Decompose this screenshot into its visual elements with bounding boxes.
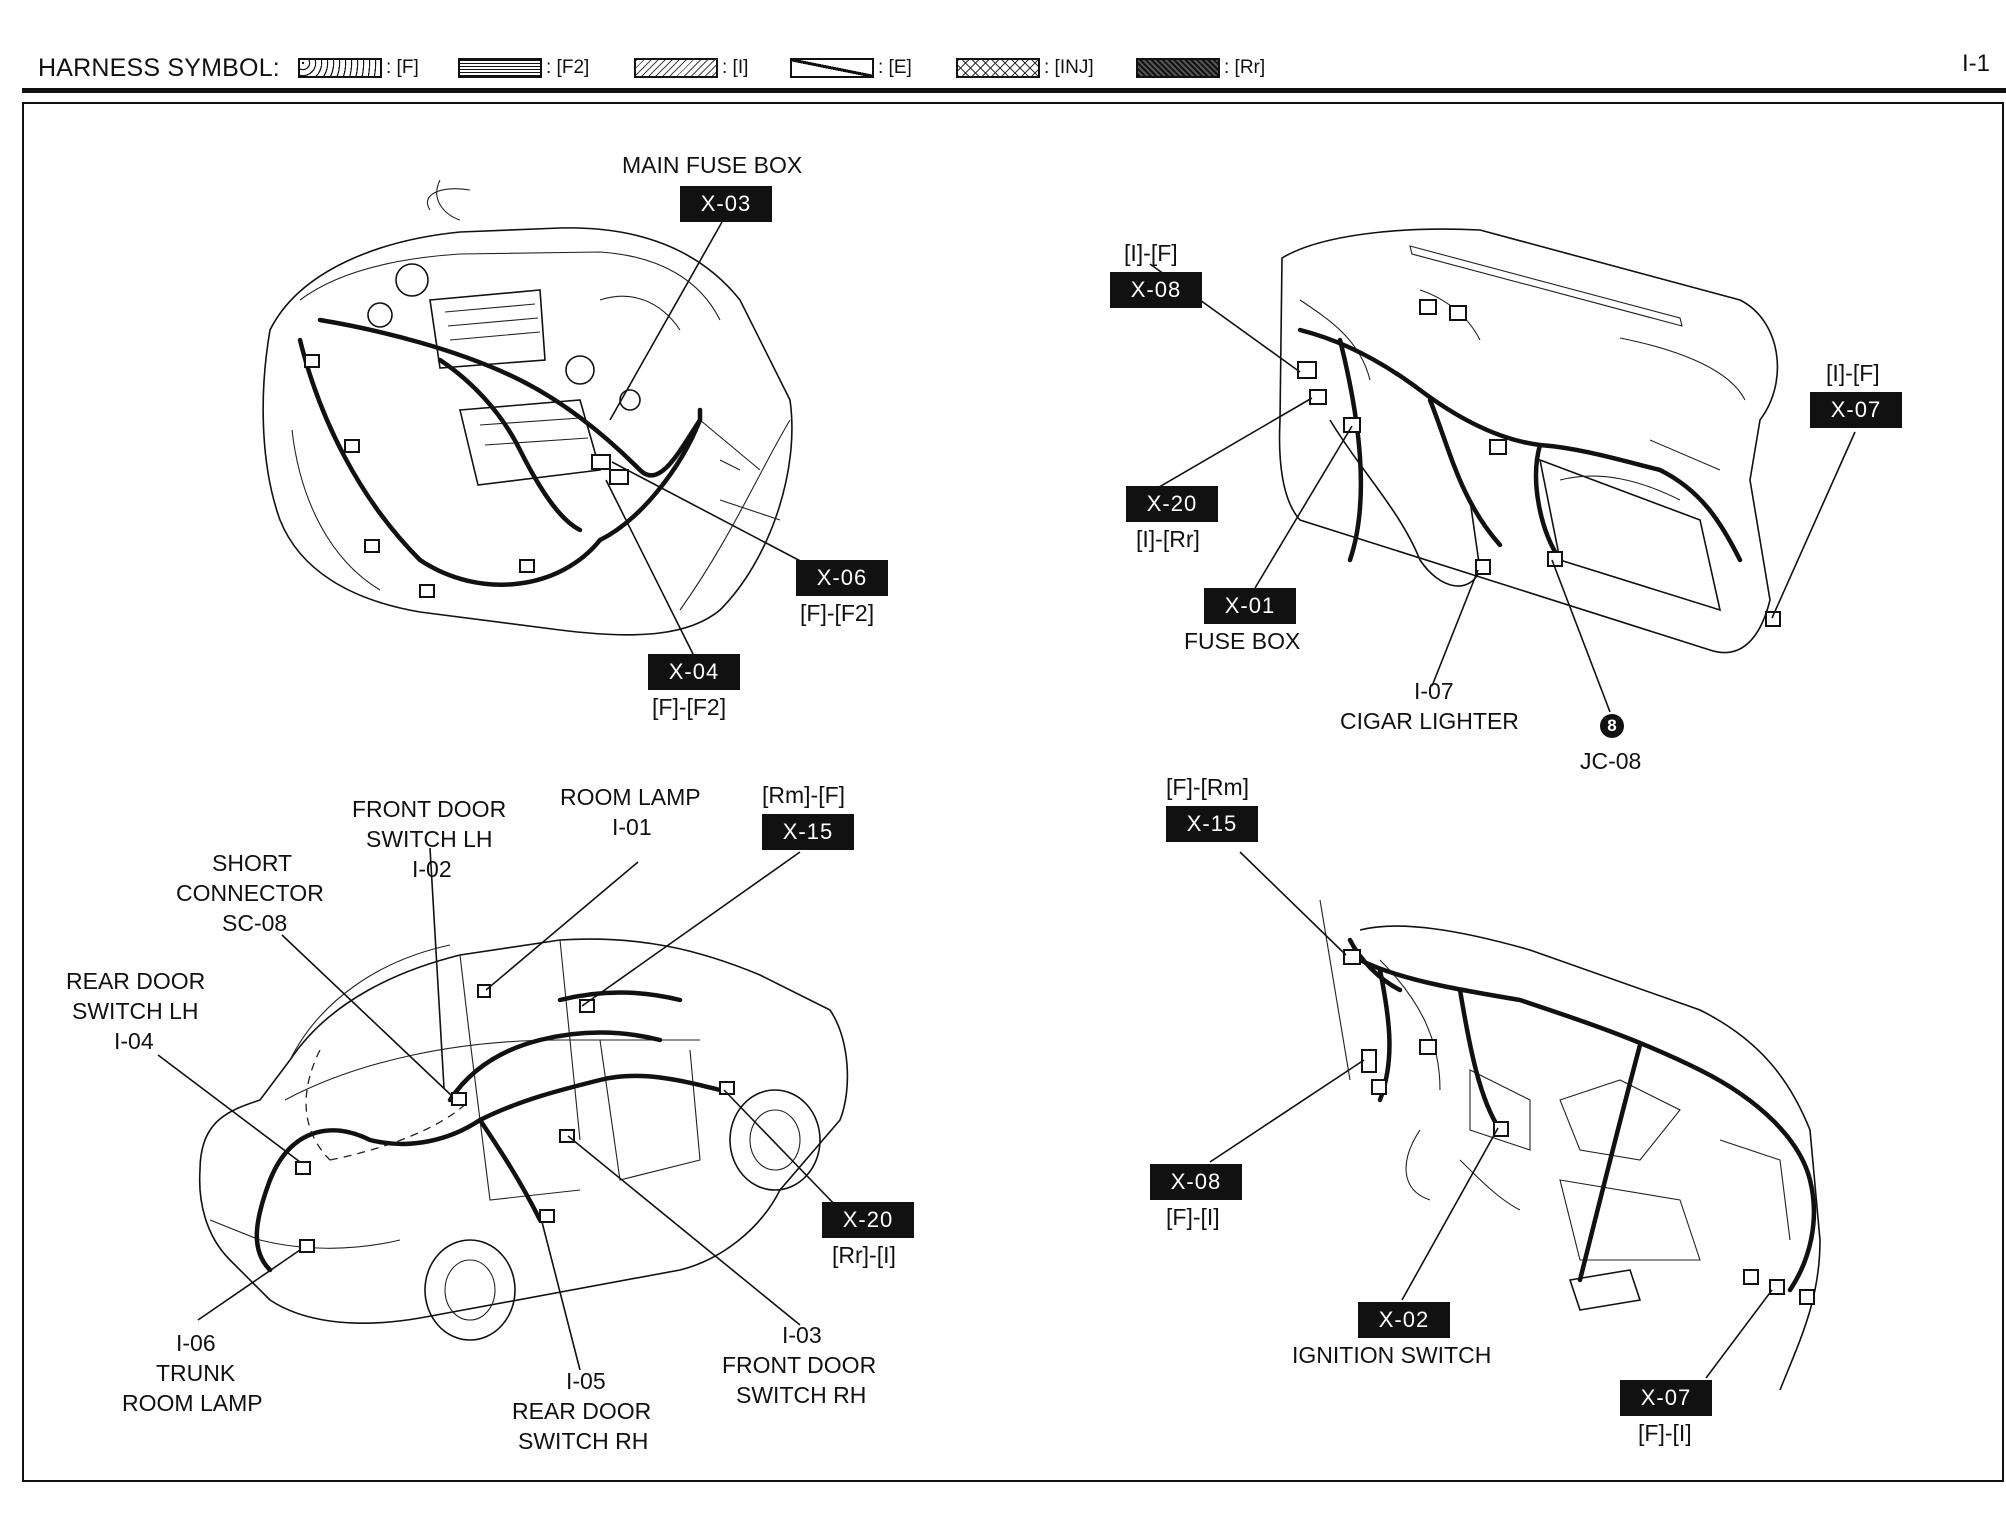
cigar-lighter-label: CIGAR LIGHTER xyxy=(1340,708,1519,734)
harness-label-x06: [F]-[F2] xyxy=(800,600,875,626)
harness-symbol-i: : [I] xyxy=(634,56,748,80)
harness-code: : [INJ] xyxy=(1044,57,1094,78)
connector-code-i02: I-02 xyxy=(412,856,452,882)
front-door-switch-lh-line2: SWITCH LH xyxy=(366,826,493,852)
engine-room-illustration xyxy=(262,179,809,661)
harness-label-x20-body: [Rr]-[I] xyxy=(832,1242,896,1268)
connector-tag-x03: X-03 xyxy=(680,186,772,222)
connector-tag-x07-lower: X-07 xyxy=(1620,1380,1712,1416)
harness-label-x20-upper: [I]-[Rr] xyxy=(1136,526,1200,552)
connector-tag-x04: X-04 xyxy=(648,654,740,690)
connector-tag-x01: X-01 xyxy=(1204,588,1296,624)
harness-label-x07-lower: [F]-[I] xyxy=(1638,1420,1692,1446)
front-door-switch-rh-line1: FRONT DOOR xyxy=(722,1352,877,1378)
instrument-panel-upper-illustration xyxy=(1129,228,1856,713)
connector-code-i03: I-03 xyxy=(782,1322,822,1348)
harness-code: : [I] xyxy=(722,57,749,78)
harness-label-x15-lower: [F]-[Rm] xyxy=(1166,774,1250,800)
connector-tag-x07-upper: X-07 xyxy=(1810,392,1902,428)
pattern-swatch-fine-grid xyxy=(458,58,542,78)
harness-symbol-inj: : [INJ] xyxy=(956,56,1094,80)
main-fuse-box-label: MAIN FUSE BOX xyxy=(622,152,803,178)
harness-code: : [F] xyxy=(386,57,419,78)
room-lamp-label: ROOM LAMP xyxy=(560,784,701,810)
harness-label-x04: [F]-[F2] xyxy=(652,694,727,720)
connector-tag-x20-upper: X-20 xyxy=(1126,486,1218,522)
front-door-switch-lh-line1: FRONT DOOR xyxy=(352,796,507,822)
harness-symbol-f: : [F] xyxy=(298,56,419,80)
instrument-panel-lower-illustration xyxy=(1209,851,1821,1391)
connector-tag-x08-lower: X-08 xyxy=(1150,1164,1242,1200)
pattern-swatch-dotted xyxy=(298,58,382,78)
harness-symbol-title: HARNESS SYMBOL: xyxy=(38,54,280,82)
page-number: I-1 xyxy=(1962,50,1991,77)
diagram-frame xyxy=(22,102,2004,1482)
joint-connector-icon: 8 xyxy=(1600,714,1624,738)
connector-code-i07: I-07 xyxy=(1414,678,1454,704)
connector-tag-x02: X-02 xyxy=(1358,1302,1450,1338)
trunk-room-lamp-line1: TRUNK xyxy=(156,1360,236,1386)
connector-code-i05: I-05 xyxy=(566,1368,606,1394)
connector-tag-x20-body: X-20 xyxy=(822,1202,914,1238)
connector-tag-x15-body: X-15 xyxy=(762,814,854,850)
pattern-swatch-cross-hatch xyxy=(956,58,1040,78)
harness-label-x07-upper: [I]-[F] xyxy=(1826,360,1880,386)
connector-tag-x15-lower: X-15 xyxy=(1166,806,1258,842)
connector-code-sc08: SC-08 xyxy=(222,910,288,936)
harness-code: : [Rr] xyxy=(1224,57,1266,78)
short-connector-line2: CONNECTOR xyxy=(176,880,324,906)
harness-symbol-rr: : [Rr] xyxy=(1136,56,1265,80)
trunk-room-lamp-line2: ROOM LAMP xyxy=(122,1390,263,1416)
ignition-switch-label: IGNITION SWITCH xyxy=(1292,1342,1492,1368)
connector-code-i04: I-04 xyxy=(114,1028,154,1054)
connector-code-i06: I-06 xyxy=(176,1330,216,1356)
harness-label-x08-lower: [F]-[I] xyxy=(1166,1204,1220,1230)
connector-tag-x06: X-06 xyxy=(796,560,888,596)
connector-code-i01: I-01 xyxy=(612,814,652,840)
harness-symbol-e: : [E] xyxy=(790,56,912,80)
front-door-switch-rh-line2: SWITCH RH xyxy=(736,1382,867,1408)
pattern-swatch-light-hatch xyxy=(634,58,718,78)
harness-label-x15-body: [Rm]-[F] xyxy=(762,782,846,808)
rear-door-switch-rh-line2: SWITCH RH xyxy=(518,1428,649,1454)
rear-door-switch-lh-line2: SWITCH LH xyxy=(72,998,199,1024)
rear-door-switch-rh-line1: REAR DOOR xyxy=(512,1398,652,1424)
pattern-swatch-diagonal-line xyxy=(790,58,874,78)
rear-door-switch-lh-line1: REAR DOOR xyxy=(66,968,206,994)
body-car-illustration xyxy=(157,847,849,1371)
joint-connector-label: JC-08 xyxy=(1580,748,1642,774)
pattern-swatch-dense-dark xyxy=(1136,58,1220,78)
short-connector-line1: SHORT xyxy=(212,850,293,876)
harness-symbol-f2: : [F2] xyxy=(458,56,589,80)
harness-code: : [E] xyxy=(878,57,912,78)
harness-label-x08-upper: [I]-[F] xyxy=(1124,240,1178,266)
connector-tag-x08-upper: X-08 xyxy=(1110,272,1202,308)
header-rule xyxy=(22,88,2006,93)
harness-code: : [F2] xyxy=(546,57,590,78)
fuse-box-label: FUSE BOX xyxy=(1184,628,1301,654)
